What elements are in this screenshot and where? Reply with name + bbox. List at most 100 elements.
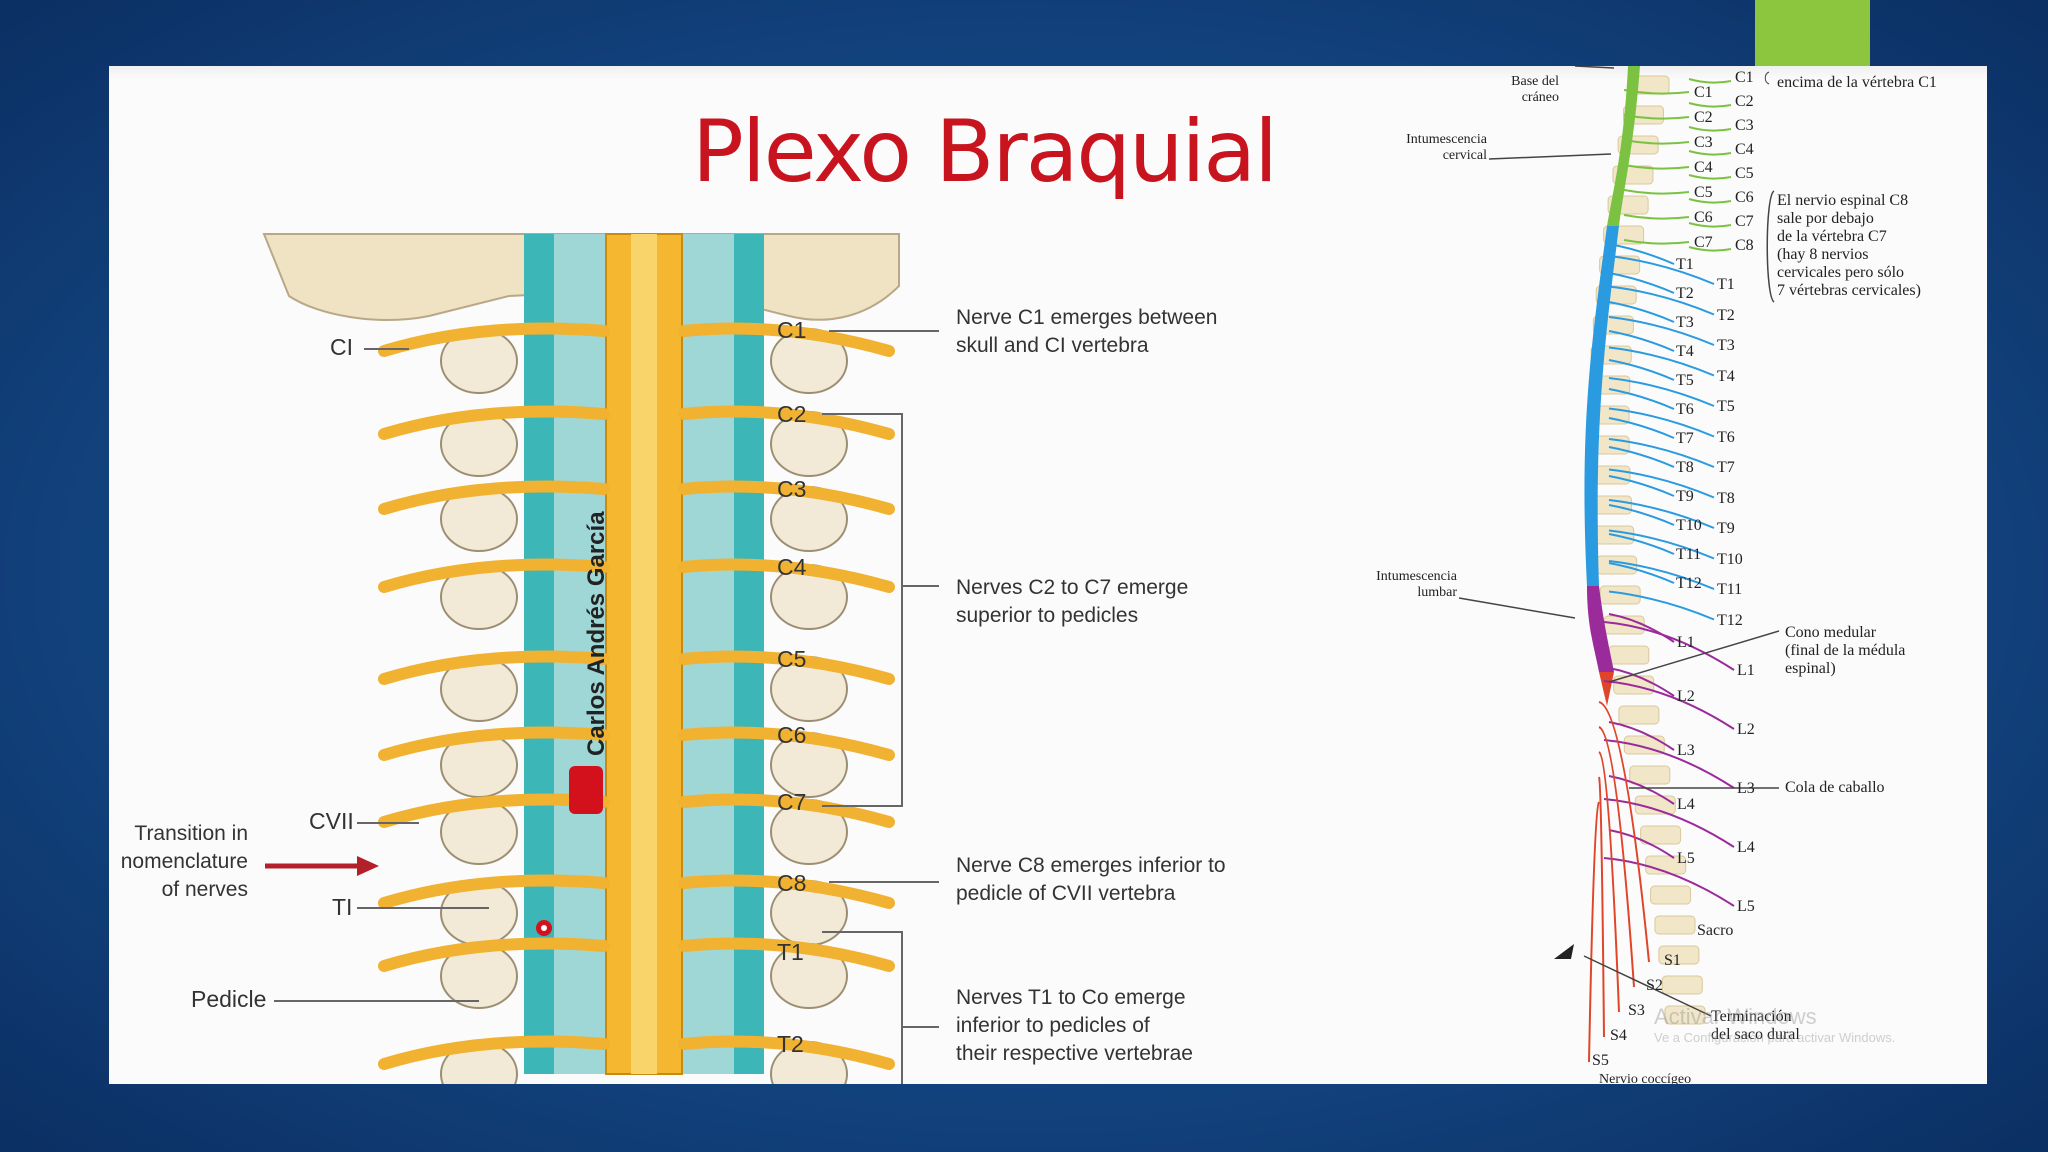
nerve-root-line [1608, 829, 1675, 859]
lumbar-outer-L2: L2 [1737, 721, 1755, 738]
sacral-S2: S2 [1646, 977, 1663, 994]
left-spine-illustration [262, 66, 1780, 1084]
int-cervical-line-1: Intumescencia [1406, 132, 1487, 147]
thoracic-outer-T5: T5 [1717, 398, 1735, 415]
spinal-nerve [678, 405, 895, 440]
vertebral-body [1650, 885, 1692, 905]
label-CI: CI [330, 334, 353, 360]
top-strip [109, 66, 1987, 80]
thoracic-inner-T2: T2 [1676, 285, 1694, 302]
nerve-root-line [1608, 346, 1715, 377]
spinal-nerve [378, 558, 610, 593]
c8-note-line-3: de la vértebra C7 [1777, 228, 1887, 245]
label-pedicle: Pedicle [191, 986, 267, 1012]
vertebral-body [1618, 705, 1660, 725]
cervical-inner-C2: C2 [1694, 109, 1713, 126]
thoracic-inner-T5: T5 [1676, 372, 1694, 389]
lumbar-inner-L5: L5 [1677, 850, 1695, 867]
nerve-root-line [1688, 198, 1732, 204]
label-c1-note: encima de la vértebra C1 [1777, 74, 1937, 91]
thoracic-inner-T6: T6 [1676, 401, 1694, 418]
nerve-root-line [1623, 114, 1690, 120]
spinal-nerve [378, 650, 610, 685]
label-c8-note: El nervio espinal C8 sale por debajo de … [1777, 192, 1921, 300]
nerve-root-line [1688, 246, 1732, 252]
cervical-outer-C6: C6 [1735, 189, 1754, 206]
nerve-root-line [1608, 272, 1675, 294]
annotation-c1-line-1: Nerve C1 emerges between [956, 306, 1218, 329]
nerve-root-line [1608, 285, 1715, 316]
nerve-root-line [1608, 562, 1675, 584]
annotation-c1: Nerve C1 emerges between skull and CI ve… [956, 304, 1217, 360]
annotation-c2-line-2: superior to pedicles [956, 604, 1139, 627]
spinal-nerve [678, 726, 895, 761]
nerve-root-line [1608, 590, 1715, 621]
spinal-nerve [678, 558, 895, 593]
windows-activation-watermark: Activar Windows Ve a Configuración para … [1654, 1004, 1895, 1045]
vertebral-body [1658, 945, 1700, 965]
terminacion-line-2: del saco dural [1711, 1026, 1800, 1043]
label-cono-medular: Cono medular (final de la médula espinal… [1785, 624, 1905, 678]
spinal-nerve [378, 1035, 610, 1070]
terminacion-line-1: Terminación [1711, 1008, 1792, 1025]
cervical-outer-C5: C5 [1735, 165, 1754, 182]
nerve-root-line [1608, 613, 1675, 643]
sacral-S4: S4 [1610, 1027, 1627, 1044]
transition-line-2: nomenclature [120, 850, 248, 873]
nerve-root-line [1608, 438, 1715, 468]
nerve-root-line [1608, 316, 1715, 346]
cervical-inner-C6: C6 [1694, 209, 1713, 226]
nerve-root-line [1598, 701, 1650, 963]
nerve-root-line [1688, 102, 1732, 108]
vertebral-body [1654, 915, 1696, 935]
nerve-root-line [1598, 776, 1605, 1038]
c8-note-line-6: 7 vértebras cervicales) [1777, 282, 1921, 299]
nerve-root-line [1603, 621, 1735, 671]
nerve-root-line [1608, 407, 1715, 438]
sacral-S1: S1 [1664, 952, 1681, 969]
nerve-label-T2: T2 [777, 1031, 804, 1057]
nerve-label-C6: C6 [777, 722, 807, 748]
nerve-root-line [1608, 301, 1675, 323]
annotation-c8-line-1: Nerve C8 emerges inferior to [956, 854, 1226, 877]
cervical-outer-C8: C8 [1735, 237, 1754, 254]
nerve-root-line [1608, 499, 1715, 529]
spinal-nerve [378, 480, 610, 515]
nerve-root-line [1608, 377, 1715, 407]
cono-line-2: (final de la médula [1785, 642, 1906, 659]
thoracic-outer-T10: T10 [1717, 550, 1743, 568]
nerve-root-line [1608, 560, 1715, 590]
thoracic-outer-T4: T4 [1717, 367, 1735, 385]
nerve-root-line [1608, 243, 1675, 265]
base-craneo-line-1: Base del [1511, 74, 1559, 89]
cervical-outer-C3: C3 [1735, 117, 1754, 134]
thoracic-outer-T1: T1 [1717, 276, 1735, 293]
nerve-root-line [1603, 857, 1735, 907]
cervical-inner-C4: C4 [1694, 159, 1713, 176]
lumbar-outer-L5: L5 [1737, 898, 1755, 915]
nerve-root-line [1588, 801, 1600, 1063]
label-base-craneo: Base del cráneo [1489, 74, 1559, 106]
lumbar-inner-L4: L4 [1677, 796, 1695, 813]
thoracic-inner-T10: T10 [1676, 517, 1702, 534]
lumbar-inner-L1: L1 [1677, 634, 1695, 651]
thoracic-inner-T9: T9 [1676, 488, 1694, 505]
spinal-nerve [678, 874, 895, 909]
vertebral-body [1608, 645, 1650, 665]
spinal-nerve [678, 1035, 895, 1070]
cervical-outer-C1: C1 [1735, 69, 1754, 86]
transition-line-1: Transition in [134, 822, 248, 845]
annotation-t1-line-1: Nerves T1 to Co emerge [956, 986, 1186, 1009]
cervical-inner-C5: C5 [1694, 184, 1713, 201]
nerve-root-line [1608, 330, 1675, 352]
cono-line-3: espinal) [1785, 660, 1836, 677]
nerve-root-line [1598, 751, 1620, 1013]
spinal-nerve [378, 322, 610, 357]
slide-title: Plexo Braquial [692, 102, 1278, 202]
label-CVII: CVII [309, 808, 354, 834]
vertebral-body [1634, 795, 1676, 815]
nerve-root-line [1688, 126, 1732, 132]
spinal-nerve [678, 650, 895, 685]
nerve-label-C2: C2 [777, 401, 807, 427]
spinal-nerve [378, 874, 610, 909]
